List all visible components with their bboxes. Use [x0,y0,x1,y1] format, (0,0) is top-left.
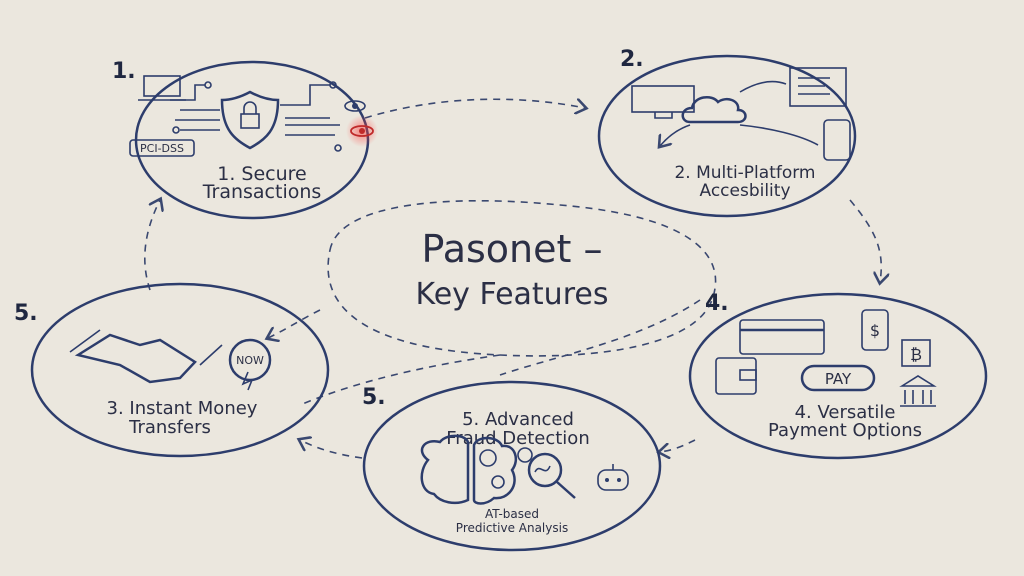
phone-dollar-icon: $ [861,309,889,351]
handshake-icon [69,329,223,384]
svg-text:$: $ [870,321,880,340]
feature-number: 1. [112,59,136,84]
robot-icon [597,464,629,491]
feature-number: 4. [705,291,729,316]
feature-title-line2: Transactions [202,181,322,203]
svg-text:PCI-DSS: PCI-DSS [140,142,184,155]
feature-secure-transactions: 1. PCI-DSS 1. Secure Transactions [112,59,378,220]
gears-icon [479,447,533,489]
bitcoin-icon: ₿ [901,339,931,367]
feature-subtitle-line2: Predictive Analysis [456,521,568,535]
pay-button-icon: PAY [800,364,876,392]
circuit-lines [170,81,342,152]
title-line2: Key Features [416,277,609,312]
feature-subtitle-line1: AT-based [485,507,539,521]
bank-icon [899,375,937,407]
feature-number: 5. [14,301,38,326]
now-clock-icon: NOW [228,338,272,391]
feature-title-line1: 1. Secure [217,163,307,185]
shield-lock-icon [220,90,280,150]
feature-title-line1: 4. Versatile [795,402,896,423]
center-title-node: Pasonet – Key Features [327,200,717,357]
feature-multi-platform: 2. 2. Multi-Platform Accesbility [597,47,857,218]
wallet-icon [715,357,757,395]
feature-instant-transfers: 5. NOW 3. Instant Money Transfers [14,282,330,458]
svg-text:NOW: NOW [236,354,264,367]
feature-title-line1: 3. Instant Money [107,398,258,419]
cloud-icon [681,95,747,124]
title-line1: Pasonet – [422,227,603,271]
monitor-icon [631,85,695,119]
flow-arrows [144,99,881,458]
feature-versatile-payments: 4. $ ₿ PAY 4. Versatile Payment Options [688,291,988,460]
phone-icon [823,119,851,161]
feature-title-line2: Accesbility [699,181,790,201]
feature-title-line1: 2. Multi-Platform [674,163,815,183]
feature-number: 5. [362,385,386,410]
feature-title-line1: 5. Advanced [462,409,574,430]
brain-icon [420,434,518,505]
feature-title-line2: Payment Options [768,420,922,441]
document-icon [789,67,847,107]
magnifier-icon [527,452,576,499]
alert-eye-icon [346,115,378,147]
pci-dss-badge: PCI-DSS [129,139,195,157]
svg-text:₿: ₿ [910,345,922,364]
feature-fraud-detection: 5. 5. Advanced Fraud Detection AT-based … [362,380,662,552]
feature-title-line2: Transfers [128,417,211,438]
eye-icon [344,100,366,112]
credit-card-icon [739,319,825,355]
feature-title-line2: Fraud Detection [446,428,589,449]
feature-number: 2. [620,47,644,72]
svg-text:PAY: PAY [825,370,852,388]
